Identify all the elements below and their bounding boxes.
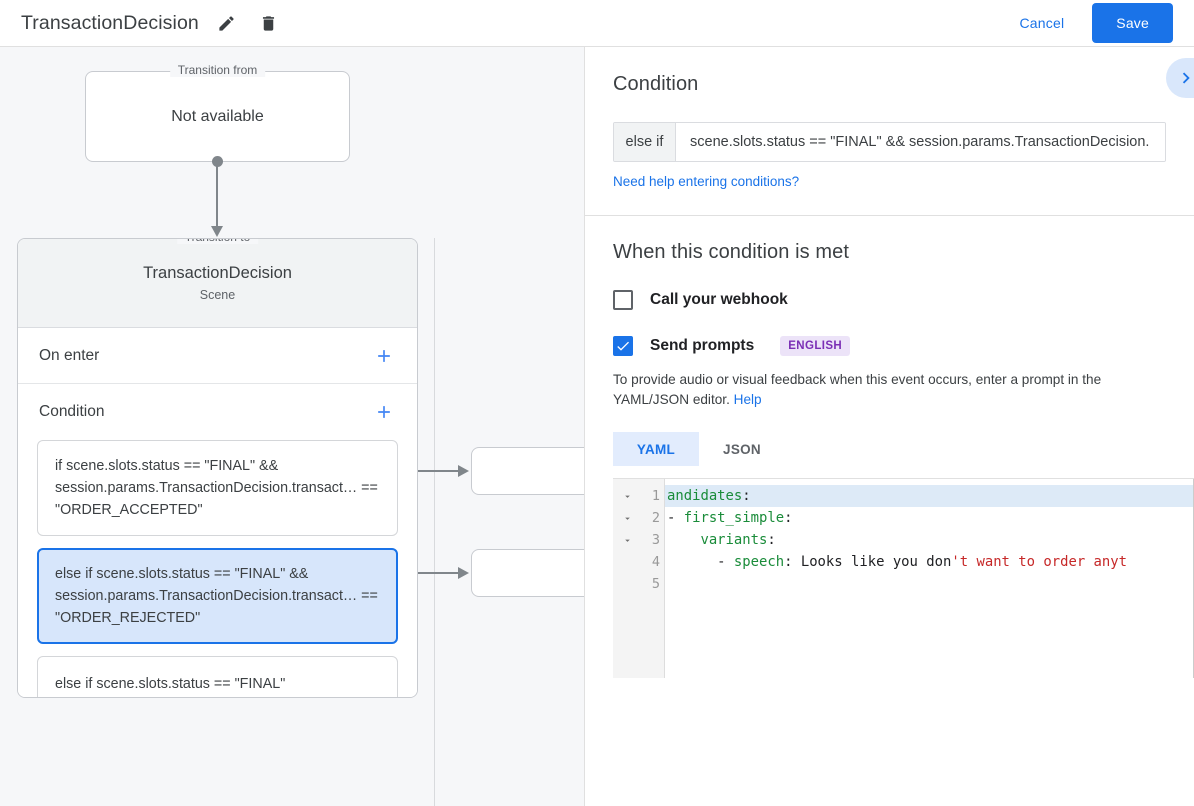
page-title: TransactionDecision	[21, 11, 199, 34]
prompts-hint: To provide audio or visual feedback when…	[613, 370, 1166, 410]
code-token: Looks like you don	[800, 554, 952, 570]
condition-list: if scene.slots.status == "FINAL" && sess…	[18, 440, 417, 697]
edge-arrow-accepted	[458, 465, 469, 477]
trash-icon[interactable]	[255, 9, 283, 37]
code-token: -	[667, 510, 684, 526]
condition-input[interactable]	[676, 123, 1165, 161]
scene-header[interactable]: TransactionDecision Scene	[18, 239, 417, 328]
line-number: 1	[651, 488, 660, 504]
edge-arrow-rejected	[458, 567, 469, 579]
line-number: 3	[651, 532, 660, 548]
transition-to-legend: Transition to	[176, 239, 259, 244]
code-token: speech	[733, 554, 785, 570]
cancel-button[interactable]: Cancel	[1006, 6, 1079, 40]
save-button[interactable]: Save	[1092, 3, 1173, 43]
code-line[interactable]	[665, 573, 1194, 595]
fold-arrow-icon[interactable]	[613, 507, 641, 529]
editor-fold-gutter[interactable]	[613, 479, 641, 678]
code-token: :	[742, 488, 751, 504]
top-toolbar: TransactionDecision Cancel Save	[0, 0, 1194, 47]
section-on-enter: On enter	[18, 328, 417, 384]
transition-from-legend: Transition from	[169, 63, 266, 77]
editor-format-tabs: YAML JSON	[613, 432, 1166, 466]
code-token: first_simple	[683, 510, 785, 526]
editor-code-area[interactable]: andidates:- first_simple: variants: - sp…	[665, 479, 1194, 678]
transition-from-card[interactable]: Transition from Not available	[85, 63, 350, 162]
code-token	[667, 532, 700, 548]
scene-type: Scene	[199, 288, 236, 302]
line-number: 2	[651, 510, 660, 526]
panel-header: Condition else if Need help entering con…	[585, 47, 1194, 191]
code-token: :	[784, 554, 801, 570]
connector-arrow	[211, 226, 223, 237]
send-prompts-row: Send prompts ENGLISH	[613, 336, 1166, 356]
fold-spacer	[613, 551, 641, 573]
condition-card-3[interactable]: else if scene.slots.status == "FINAL"	[37, 656, 398, 697]
when-condition-met-section: When this condition is met Call your web…	[585, 216, 1194, 678]
code-token: :	[784, 510, 793, 526]
section-condition-label: Condition	[39, 403, 105, 420]
condition-card-2-text: else if scene.slots.status == "FINAL" &&…	[55, 566, 378, 626]
code-line[interactable]: - speech: Looks like you don't want to o…	[665, 551, 1194, 573]
panel-section-divider	[585, 215, 1194, 216]
help-link[interactable]: Help	[733, 392, 762, 407]
scene-name: TransactionDecision	[143, 264, 292, 282]
code-token: variants	[700, 532, 768, 548]
code-line[interactable]: andidates:	[665, 485, 1194, 507]
fold-arrow-icon[interactable]	[613, 529, 641, 551]
transition-to-card: Transition to TransactionDecision Scene …	[17, 238, 418, 698]
tab-yaml[interactable]: YAML	[613, 432, 699, 466]
webhook-row: Call your webhook	[613, 290, 1166, 310]
when-condition-heading: When this condition is met	[613, 241, 850, 263]
code-token: :	[767, 532, 776, 548]
editor-line-numbers: 1 2 3 4 5	[641, 479, 665, 678]
code-token: -	[667, 554, 734, 570]
add-on-enter-button[interactable]	[372, 344, 396, 368]
call-webhook-label: Call your webhook	[650, 291, 788, 308]
chevron-right-icon[interactable]	[1166, 58, 1194, 98]
edge-line-rejected	[400, 572, 460, 574]
connector-dot	[212, 156, 223, 167]
toolbar-actions: Cancel Save	[1006, 3, 1194, 43]
call-webhook-checkbox[interactable]	[613, 290, 633, 310]
section-on-enter-label: On enter	[39, 346, 100, 364]
transition-connector	[211, 156, 223, 240]
tab-json[interactable]: JSON	[723, 441, 761, 457]
condition-card-1[interactable]: if scene.slots.status == "FINAL" && sess…	[37, 440, 398, 536]
condition-detail-panel: Condition else if Need help entering con…	[585, 47, 1194, 806]
transition-from-value: Not available	[171, 107, 264, 125]
target-node-rejected[interactable]	[471, 549, 584, 597]
condition-prefix-label: else if	[614, 123, 676, 161]
panel-divider	[584, 47, 585, 806]
panel-title: Condition	[613, 73, 699, 95]
line-number: 4	[651, 554, 660, 570]
code-token: 't want to order anyt	[951, 554, 1127, 570]
fold-arrow-icon[interactable]	[613, 485, 641, 507]
code-token: andidates	[667, 488, 743, 504]
language-badge: ENGLISH	[780, 336, 851, 356]
fold-spacer	[613, 573, 641, 595]
section-condition: Condition	[18, 384, 417, 440]
condition-card-1-text: if scene.slots.status == "FINAL" && sess…	[55, 458, 378, 518]
scene-graph-canvas: Transition from Not available Transition…	[0, 47, 584, 806]
connector-line	[216, 162, 218, 230]
code-line[interactable]: - first_simple:	[665, 507, 1194, 529]
condition-card-2[interactable]: else if scene.slots.status == "FINAL" &&…	[37, 548, 398, 644]
send-prompts-checkbox[interactable]	[613, 336, 633, 356]
target-node-accepted[interactable]	[471, 447, 584, 495]
condition-input-row: else if	[613, 122, 1166, 162]
edge-line-accepted	[400, 470, 460, 472]
add-condition-button[interactable]	[372, 400, 396, 424]
code-line[interactable]: variants:	[665, 529, 1194, 551]
send-prompts-label: Send prompts	[650, 337, 755, 354]
need-help-link[interactable]: Need help entering conditions?	[613, 174, 800, 189]
pencil-icon[interactable]	[213, 9, 241, 37]
condition-card-3-text: else if scene.slots.status == "FINAL"	[55, 676, 286, 692]
prompts-hint-text: To provide audio or visual feedback when…	[613, 372, 1102, 407]
line-number: 5	[651, 576, 660, 592]
canvas-guide-line	[434, 238, 435, 806]
